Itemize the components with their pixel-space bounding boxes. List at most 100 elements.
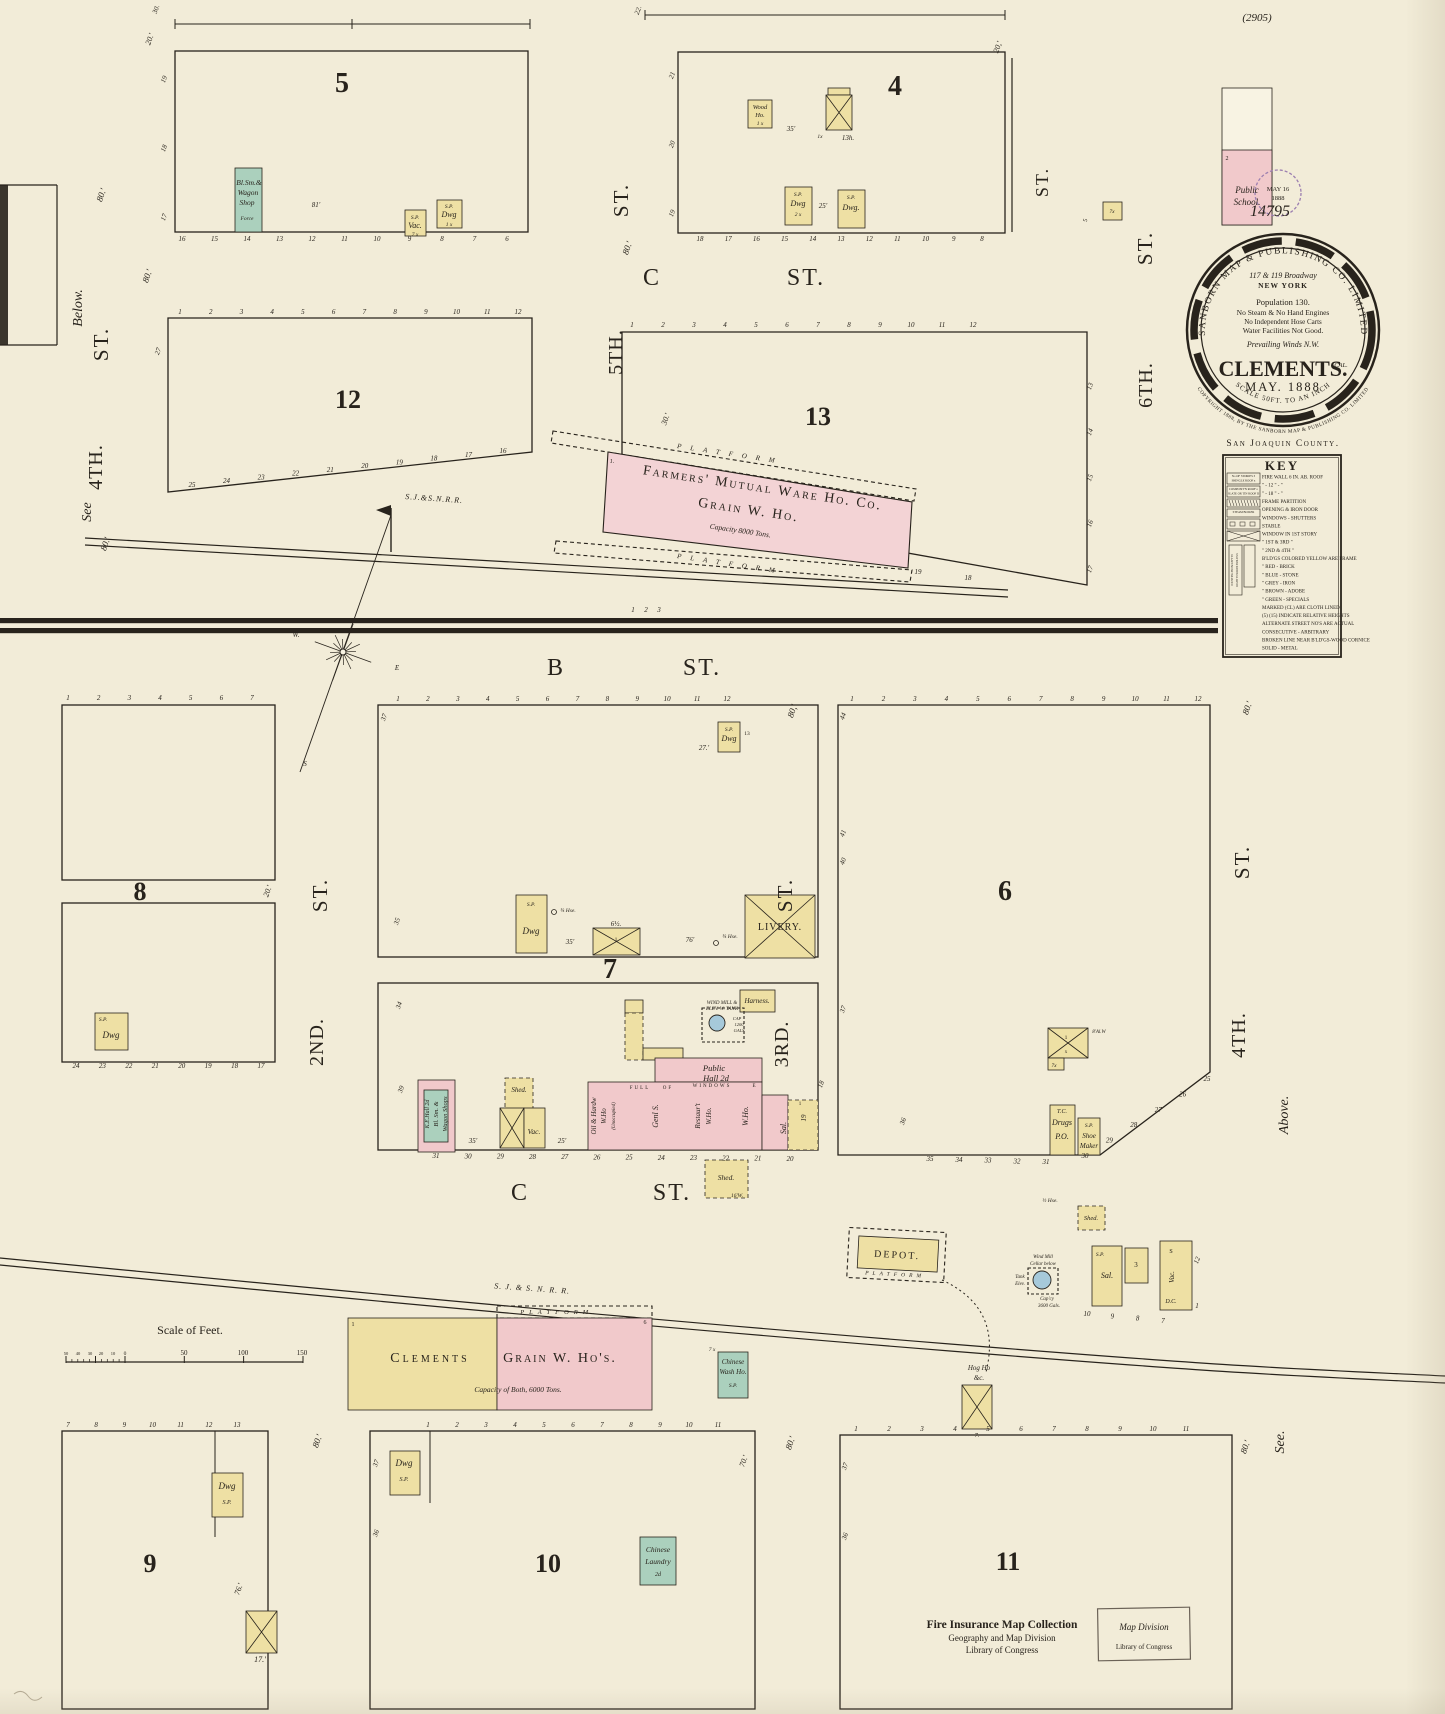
shoemaker-label: Maker <box>1079 1142 1099 1150</box>
railroad-label-upper: S.J.&S.N.R.R. <box>405 492 463 505</box>
map-label: 30. <box>151 4 162 16</box>
key-row: " 2ND & 4TH " <box>1262 549 1294 554</box>
loc-stamp: Fire Insurance Map Collection <box>927 1619 1078 1631</box>
compass-letter: W. <box>293 631 300 639</box>
lot-number: 6 <box>505 235 509 243</box>
chinese-laundry-label: Laundry <box>644 1557 671 1566</box>
street-4th-right: 4TH. <box>1228 1012 1250 1058</box>
map-label: 7 x <box>709 1347 716 1353</box>
block-6-outline <box>837 704 1211 1156</box>
sanborn-seal: SANBORN MAP & PUBLISHING CO. LIMITED 117… <box>1185 232 1381 449</box>
street-width: 80.' <box>1238 1438 1252 1455</box>
public-school-label: Public <box>1234 185 1259 195</box>
loc-stamp: Geography and Map Division <box>948 1633 1056 1643</box>
lot-number: 17 <box>159 212 169 222</box>
clements-warehouse-label: Grain W. Ho's. <box>503 1351 617 1366</box>
harness-shop <box>739 989 776 1013</box>
lot-number: 6 <box>1008 695 1012 703</box>
lot-number: 10 <box>149 1421 157 1429</box>
map-label: ¾ Hse. <box>560 908 575 914</box>
lot-number: 3 <box>239 308 244 316</box>
lot-number: 16 <box>500 447 508 455</box>
key-title: KEY <box>1265 458 1299 473</box>
clements-grain-warehouse <box>496 1317 653 1411</box>
water-tank <box>1032 1270 1052 1290</box>
map-label: 1 <box>352 1322 355 1328</box>
lot-number: 7 <box>363 308 367 316</box>
lot-number: 6 <box>571 1421 575 1429</box>
street-width: 80.' <box>783 1434 797 1451</box>
block-10-outline <box>369 1430 756 1710</box>
map-division-stamp-box <box>1096 1606 1192 1662</box>
shed-label: Shed. <box>1084 1215 1099 1222</box>
stable <box>1047 1027 1089 1059</box>
seal-water: Water Facilities Not Good. <box>1243 326 1324 335</box>
map-label: 35' <box>468 1137 478 1145</box>
lot-number: 11 <box>341 235 347 243</box>
lot-number: 33 <box>984 1157 993 1165</box>
dwelling <box>211 1472 244 1518</box>
plate-number: (2905) <box>1242 12 1272 24</box>
lot-number: 25 <box>1204 1075 1212 1083</box>
lot-number: 28 <box>1130 1121 1138 1129</box>
harness-label: Harness. <box>743 997 769 1005</box>
hall-label: K.E.Hall 2d <box>425 1099 431 1130</box>
date-stamp: MAY 16 <box>1267 186 1290 193</box>
dwelling <box>389 1450 421 1496</box>
key-symbol-box <box>1243 544 1256 588</box>
lot-number: 17 <box>465 451 473 459</box>
map-label: S.P. <box>794 192 802 198</box>
public-school-label: School. <box>1234 197 1261 207</box>
key-symbol-text: RIGHT TOWARDS BUILD'GS <box>1236 553 1239 587</box>
key-window-glyph <box>1229 521 1236 527</box>
map-label: ¾ Hse. <box>722 934 737 940</box>
map-label: 44 <box>838 711 848 721</box>
key-symbol-box <box>1226 472 1261 485</box>
blacksmith-label: Bl. Sm. & <box>433 1100 440 1126</box>
map-shape <box>1027 1267 1059 1295</box>
map-label: 76.' <box>232 1582 245 1596</box>
lot-number: 20 <box>178 1062 186 1070</box>
map-shape <box>1102 201 1123 221</box>
shoemaker <box>1077 1117 1101 1156</box>
map-label: Force <box>240 216 254 222</box>
lot-number: 20 <box>361 462 369 470</box>
map-label: 70.' <box>737 1454 750 1468</box>
lot-number: 8 <box>1085 1425 1089 1433</box>
key-symbol-box <box>1226 530 1261 542</box>
map-label: 1x <box>817 134 823 140</box>
lot-number: 9 <box>952 235 956 243</box>
lot-number: 11 <box>484 308 490 316</box>
scale-label: 30 <box>88 1351 93 1356</box>
depot <box>856 1235 940 1273</box>
map-label: 76' <box>686 936 695 944</box>
lot-number: 17 <box>258 1062 266 1070</box>
street-width: 80.' <box>98 535 112 552</box>
street-width: 80.' <box>140 267 154 284</box>
blacksmith-label: Bl.Sm.& <box>236 178 262 187</box>
map-label: Wood <box>753 104 768 111</box>
map-label: Dwg <box>217 1481 236 1491</box>
lot-number: 19 <box>159 74 169 84</box>
lot-number: 10 <box>1084 1310 1092 1318</box>
lot-number: 7 <box>816 321 820 329</box>
lot-number: 27 <box>1155 1106 1163 1114</box>
street-width: 80.' <box>310 1432 324 1449</box>
map-label: T.C. <box>1057 1109 1067 1115</box>
compass-letter: E <box>394 664 400 672</box>
lot-number: 3 <box>483 1421 488 1429</box>
lot-number: 12 <box>970 321 978 329</box>
map-label: Dwg. <box>841 203 859 212</box>
lot-number: 8 <box>1070 695 1074 703</box>
map-label: 35' <box>565 938 575 946</box>
lot-number: 10 <box>908 321 916 329</box>
block-number: 10 <box>535 1549 561 1578</box>
lot-number: 11 <box>939 321 945 329</box>
scale-label: 10 <box>111 1351 116 1356</box>
accession-number: 14795 <box>1250 203 1290 220</box>
lot-number: 7 <box>1161 1317 1165 1325</box>
map-label: S <box>1169 1249 1172 1255</box>
key-symbol-text: COUNTING FROM LEFT TO <box>1231 554 1234 586</box>
map-label: 12 <box>1192 1255 1202 1265</box>
key-window-glyph <box>1239 521 1246 527</box>
